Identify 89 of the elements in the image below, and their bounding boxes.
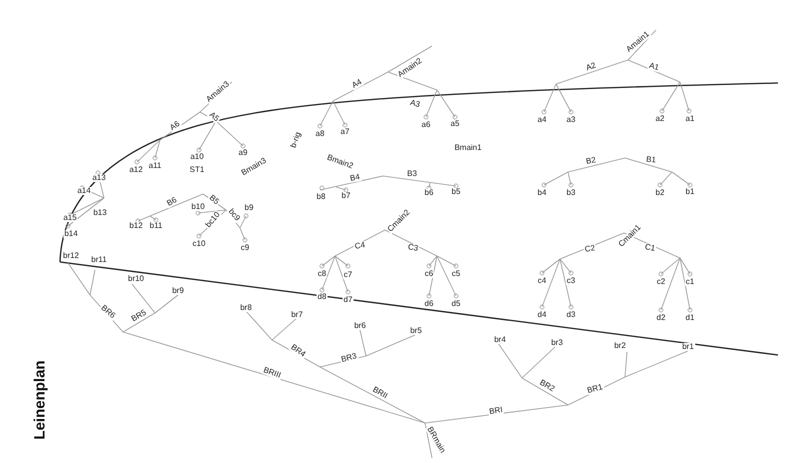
point-label: a2 xyxy=(654,115,666,123)
line-name: C3 xyxy=(406,243,420,253)
point-label: c9 xyxy=(240,244,250,252)
point-label: b4 xyxy=(536,189,548,197)
line-name: C2 xyxy=(583,244,597,254)
point-label: b12 xyxy=(128,222,144,230)
line-name: BR2 xyxy=(537,378,557,394)
line-name: BRIII xyxy=(261,366,283,380)
point-label: br11 xyxy=(90,256,108,264)
point-label: b7 xyxy=(340,192,352,200)
point-label: c2 xyxy=(656,278,666,286)
point-label: c1 xyxy=(684,278,696,286)
line-name: b-rig xyxy=(289,130,303,150)
point-label: br8 xyxy=(239,304,253,312)
point-label: d8 xyxy=(316,293,328,301)
line-name: A1 xyxy=(647,62,661,72)
point-label: d4 xyxy=(536,311,548,319)
point-label: br7 xyxy=(290,311,304,319)
point-label: a15 xyxy=(62,214,78,222)
point-label: d6 xyxy=(424,300,434,308)
point-label: a14 xyxy=(76,187,92,195)
point-label: a11 xyxy=(148,162,162,170)
line-name: Bmain1 xyxy=(453,144,483,152)
point-label: d1 xyxy=(684,314,696,322)
point-label: b3 xyxy=(566,189,576,197)
line-name: BR4 xyxy=(288,342,308,360)
line-name: B5 xyxy=(206,193,222,207)
point-label: b8 xyxy=(316,193,326,201)
point-label: br12 xyxy=(62,252,80,260)
point-label: a1 xyxy=(684,115,696,123)
point-label: b13 xyxy=(92,209,108,217)
point-label: a9 xyxy=(238,149,248,157)
point-label: br9 xyxy=(171,287,185,295)
point-label: a4 xyxy=(536,116,548,124)
point-label: c8 xyxy=(316,270,328,278)
point-label: br1 xyxy=(681,343,695,351)
line-name: A3 xyxy=(408,98,422,110)
point-label: a6 xyxy=(420,121,432,129)
point-label: a3 xyxy=(566,116,576,124)
line-name: BR6 xyxy=(98,303,118,321)
line-name: B1 xyxy=(644,156,658,164)
point-label: c7 xyxy=(342,271,354,279)
point-label: d5 xyxy=(450,300,462,308)
line-name: ST1 xyxy=(188,166,206,174)
point-label: b1 xyxy=(684,188,696,196)
title: Leinenplan xyxy=(32,360,48,440)
line-name: C4 xyxy=(353,241,367,251)
point-label: c5 xyxy=(450,270,462,278)
point-label: b2 xyxy=(654,189,666,197)
point-label: br6 xyxy=(353,322,367,330)
point-label: a8 xyxy=(314,130,326,138)
line-name: B3 xyxy=(406,170,418,178)
point-label: c3 xyxy=(566,277,576,285)
line-name: A2 xyxy=(584,61,598,73)
line-name: B4 xyxy=(348,173,362,183)
line-name: A5 xyxy=(206,110,222,124)
line-name: A4 xyxy=(350,78,364,90)
point-label: br2 xyxy=(613,342,627,350)
point-label: d2 xyxy=(656,314,666,322)
line-name: BRII xyxy=(370,385,390,401)
point-label: c10 xyxy=(192,240,206,248)
line-name: BR3 xyxy=(339,352,359,364)
point-label: br5 xyxy=(409,327,423,335)
point-label: a10 xyxy=(189,153,205,161)
line-name: BR5 xyxy=(129,308,149,324)
point-label: a5 xyxy=(450,120,460,128)
point-label: a12 xyxy=(128,166,144,174)
point-label: c4 xyxy=(536,277,548,285)
point-label: d3 xyxy=(566,311,576,319)
point-label: b9 xyxy=(244,204,254,212)
point-label: b6 xyxy=(424,189,434,197)
line-name: B6 xyxy=(164,196,180,208)
point-label: b14 xyxy=(63,230,79,238)
point-label: br3 xyxy=(550,339,564,347)
point-label: b5 xyxy=(450,188,462,196)
point-label: d7 xyxy=(342,296,354,304)
point-label: br4 xyxy=(493,336,507,344)
point-label: b10 xyxy=(190,203,206,211)
line-name: BR1 xyxy=(585,382,605,396)
line-name: bc9 xyxy=(226,206,242,224)
line-name: BRI xyxy=(488,406,504,416)
point-label: br10 xyxy=(127,275,145,283)
point-label: b11 xyxy=(148,222,164,230)
line-name: A6 xyxy=(168,119,182,133)
point-label: a7 xyxy=(340,128,350,136)
point-label: a13 xyxy=(91,174,107,182)
line-name: C1 xyxy=(643,243,657,253)
line-name: B2 xyxy=(584,156,598,166)
point-label: c6 xyxy=(424,270,434,278)
